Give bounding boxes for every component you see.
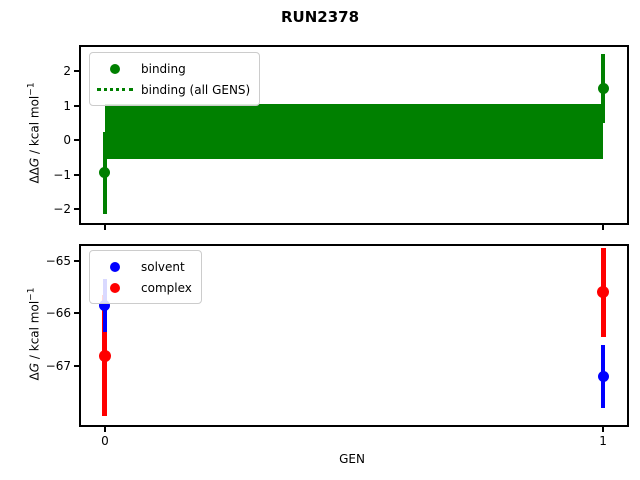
y-tick-label: −67: [45, 359, 71, 374]
uncertainty-band-binding-all-gens-: [104, 103, 604, 160]
y-tick-mark: [74, 208, 79, 211]
data-point-complex: [597, 286, 610, 299]
y-tick-mark: [74, 259, 79, 262]
bottom-y-axis-label: ΔG / kcal mol−1: [26, 287, 42, 381]
y-tick-label: −2: [53, 202, 71, 217]
bottom-subplot-axes: solvent complex −65 −66 −67 0 1: [46, 244, 629, 448]
y-tick-mark: [74, 104, 79, 107]
y-tick-mark: [74, 312, 79, 315]
data-point-solvent: [597, 371, 609, 383]
x-tick-mark: [103, 427, 106, 432]
legend-item-complex: complex: [97, 277, 192, 298]
y-tick-mark: [74, 173, 79, 176]
legend-item-binding: binding: [97, 58, 250, 79]
top-y-axis-label: ΔΔG / kcal mol−1: [26, 82, 42, 184]
figure-title: RUN2378: [280, 8, 360, 26]
top-legend: binding binding (all GENS): [89, 52, 261, 106]
legend-label: complex: [141, 280, 192, 295]
y-tick-label: −65: [45, 253, 71, 268]
legend-item-solvent: solvent: [97, 256, 192, 277]
top-subplot-axes: binding binding (all GENS) 2 1 0 −1 −2: [53, 45, 629, 230]
y-tick-mark: [74, 70, 79, 73]
dotted-line-icon: [97, 88, 133, 91]
legend-label: solvent: [141, 259, 185, 274]
x-tick-label: 1: [599, 434, 607, 448]
x-tick-mark: [602, 225, 605, 230]
legend-label: binding: [141, 61, 186, 76]
x-tick-label: 0: [101, 434, 109, 448]
solvent-marker-icon: [97, 261, 133, 272]
complex-marker-icon: [97, 282, 133, 293]
bottom-legend: solvent complex: [89, 250, 202, 304]
data-point-binding: [597, 82, 609, 94]
legend-item-binding-all-gens: binding (all GENS): [97, 79, 250, 100]
x-tick-mark: [103, 225, 106, 230]
y-tick-label: 0: [63, 133, 71, 148]
data-point-solvent: [99, 299, 111, 311]
data-point-complex: [98, 349, 111, 362]
y-tick-label: −1: [53, 167, 71, 182]
y-tick-label: 2: [63, 64, 71, 79]
y-tick-mark: [74, 139, 79, 142]
y-tick-label: 1: [63, 98, 71, 113]
data-point-binding: [99, 167, 111, 179]
x-tick-mark: [602, 427, 605, 432]
y-tick-label: −66: [45, 306, 71, 321]
legend-label: binding (all GENS): [141, 82, 251, 97]
x-axis-label: GEN: [339, 452, 365, 466]
y-tick-mark: [74, 365, 79, 368]
binding-marker-icon: [97, 63, 133, 74]
